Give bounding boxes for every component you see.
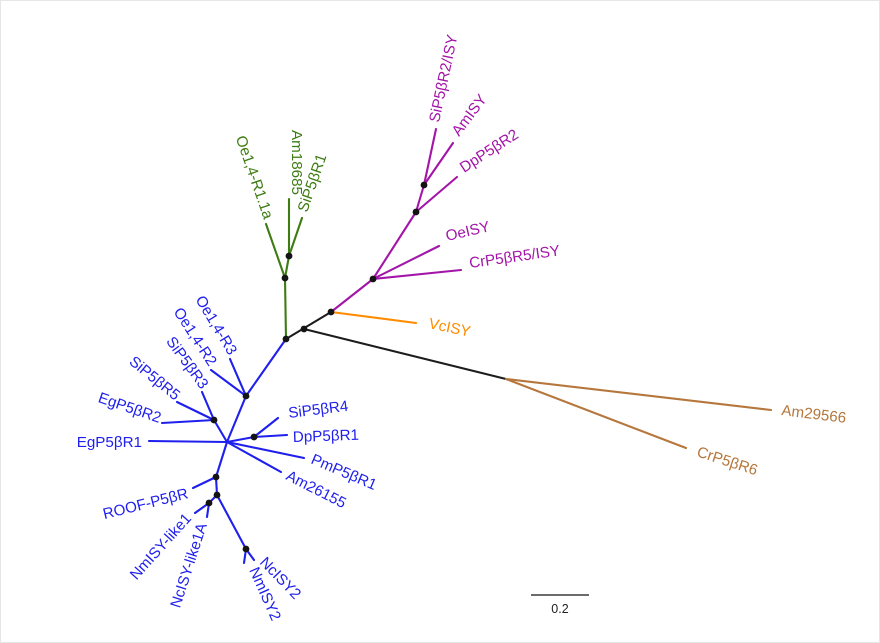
branch-sip5br4 — [252, 416, 280, 439]
node-dot — [300, 325, 308, 333]
node-dot — [250, 433, 258, 441]
tip-label-egp5br2: EgP5βR2 — [96, 389, 163, 426]
tip-label-sip5br2-isy: SiP5βR2/ISY — [426, 33, 461, 124]
tip-label-egp5br1: EgP5βR1 — [77, 434, 142, 451]
node-dot — [242, 545, 250, 553]
node-dot — [327, 308, 335, 316]
branch-roof-p5br — [191, 475, 218, 490]
node-dot — [281, 274, 289, 282]
branch-pmp5br1 — [225, 440, 306, 460]
branch-sip5br2-isy — [422, 127, 438, 187]
branch-purple-stem — [329, 277, 375, 314]
branch-am29566 — [504, 377, 773, 412]
branch-egp5br1 — [147, 439, 229, 444]
tip-label-crp5br5-isy: CrP5βR5/ISY — [468, 242, 561, 272]
tip-label-oe14-r11a: Oe1,4-R1.1a — [232, 134, 277, 222]
branch-blue-to-hub — [225, 394, 248, 444]
branch-sip5br3 — [200, 390, 216, 422]
branch-oe14-r2 — [209, 368, 248, 398]
branch-dpp5br1 — [252, 433, 289, 439]
branch-crp5br5-isy — [371, 268, 463, 281]
branch-purple-inner2 — [414, 183, 426, 214]
branch-backbone-to-brown-clade — [302, 327, 508, 381]
tip-label-dpp5br2: DpP5βR2 — [457, 126, 522, 176]
tip-label-am29566: Am29566 — [781, 402, 848, 427]
branch-egp5br2 — [160, 418, 216, 425]
tip-labels: SiP5βR2/ISY AmISY DpP5βR2 OeISY CrP5βR5/… — [77, 33, 847, 623]
node-dot — [205, 499, 213, 507]
branch-sip5br1 — [287, 216, 304, 258]
branch-crp5br6 — [504, 377, 688, 450]
branch-purple-inner1 — [371, 210, 418, 281]
branch-hub-to-n4 — [214, 440, 229, 479]
tip-label-crp5br6: CrP5βR6 — [695, 444, 760, 480]
node-dot — [285, 252, 293, 260]
branch-hub-to-n2 — [212, 418, 229, 444]
tip-label-sip5br5: SiP5βR5 — [126, 353, 184, 404]
node-dot — [213, 491, 221, 499]
tip-label-amisy: AmISY — [449, 91, 491, 139]
node-dot — [420, 181, 428, 189]
branch-green-inner — [283, 254, 291, 280]
node-dot — [412, 208, 420, 216]
branch-n5-to-n7 — [215, 493, 248, 551]
branch-oe14-r11a — [264, 222, 287, 280]
node-dot — [210, 416, 218, 424]
branch-green-stem — [283, 276, 288, 341]
branches — [147, 127, 773, 565]
tip-label-dpp5br1: DpP5βR1 — [293, 427, 360, 446]
branch-blue-stem — [244, 337, 288, 398]
tip-label-am18685: Am18685 — [288, 130, 305, 195]
branch-oeisy — [371, 244, 441, 281]
scale-bar: 0.2 — [531, 594, 589, 616]
node-dot — [242, 392, 250, 400]
node-dot — [369, 275, 377, 283]
node-dot — [282, 335, 290, 343]
internal-node-dots — [205, 181, 428, 553]
branch-am26155 — [225, 440, 283, 474]
branch-hub-to-n3 — [225, 435, 256, 444]
branch-backbone-center — [284, 310, 333, 341]
tip-label-oeisy: OeISY — [444, 218, 491, 245]
branch-oe14-r3 — [228, 357, 248, 398]
node-dot — [212, 473, 220, 481]
branch-dpp5br2 — [414, 175, 459, 214]
tip-label-sip5br4: SiP5βR4 — [287, 398, 349, 422]
branch-sip5br5 — [175, 400, 216, 422]
branch-amisy — [422, 141, 455, 187]
branch-vcisy — [329, 310, 418, 325]
tip-label-vcisy: VcISY — [427, 315, 472, 340]
scale-bar-label: 0.2 — [551, 602, 568, 616]
